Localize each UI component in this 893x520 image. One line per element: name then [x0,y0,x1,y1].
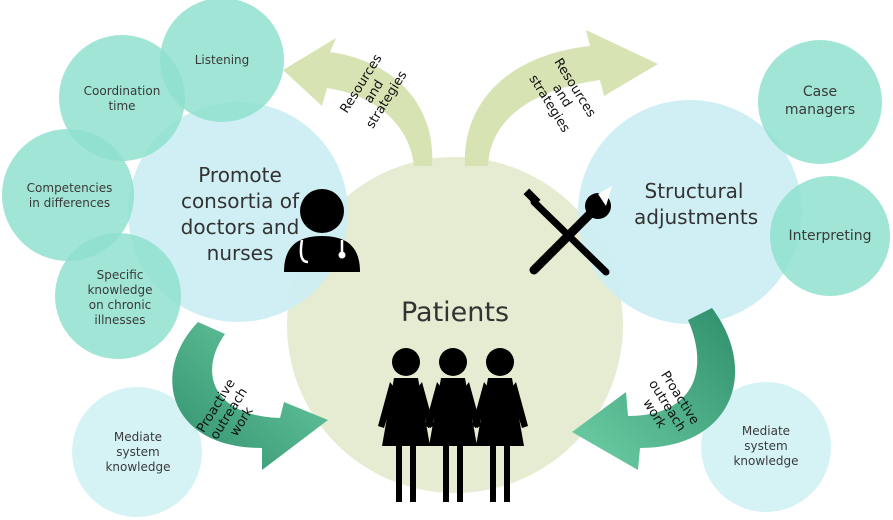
mediate-left-circle [72,387,202,517]
coordination-circle [59,35,185,161]
right-hub-circle [578,100,802,324]
patients-title: Patients [400,297,510,328]
doctor-icon [284,189,360,272]
mediate-right-circle [701,382,831,512]
knowledge-circle [55,233,181,359]
top-left-arrow [283,38,433,166]
bottom-left-arrow [172,322,328,470]
interpreting-circle [770,176,890,296]
tools-icon [523,186,612,276]
patients-icon [378,348,528,502]
bottom-left-mediate: Mediate system knowledge [105,430,171,474]
satellite-competencies: Competencies in differences [26,181,113,210]
satellite-case-managers: Case managers [784,84,856,118]
satellite-specific-knowledge: Specific knowledge on chronic illnesses [87,268,153,327]
satellite-listening: Listening [194,53,250,67]
listening-circle [160,0,284,122]
case-managers-circle [758,40,882,164]
patients-circle [287,157,623,493]
competencies-circle [2,129,134,261]
bottom-right-arrow [572,308,736,470]
top-right-arrow [464,30,658,166]
satellite-interpreting: Interpreting [788,228,872,244]
left-hub-title: Promote consortia of doctors and nurses [180,163,300,265]
right-hub-title: Structural adjustments [634,179,759,229]
satellite-coordination-time: Coordination time [83,84,161,113]
bottom-right-mediate: Mediate system knowledge [733,424,799,468]
